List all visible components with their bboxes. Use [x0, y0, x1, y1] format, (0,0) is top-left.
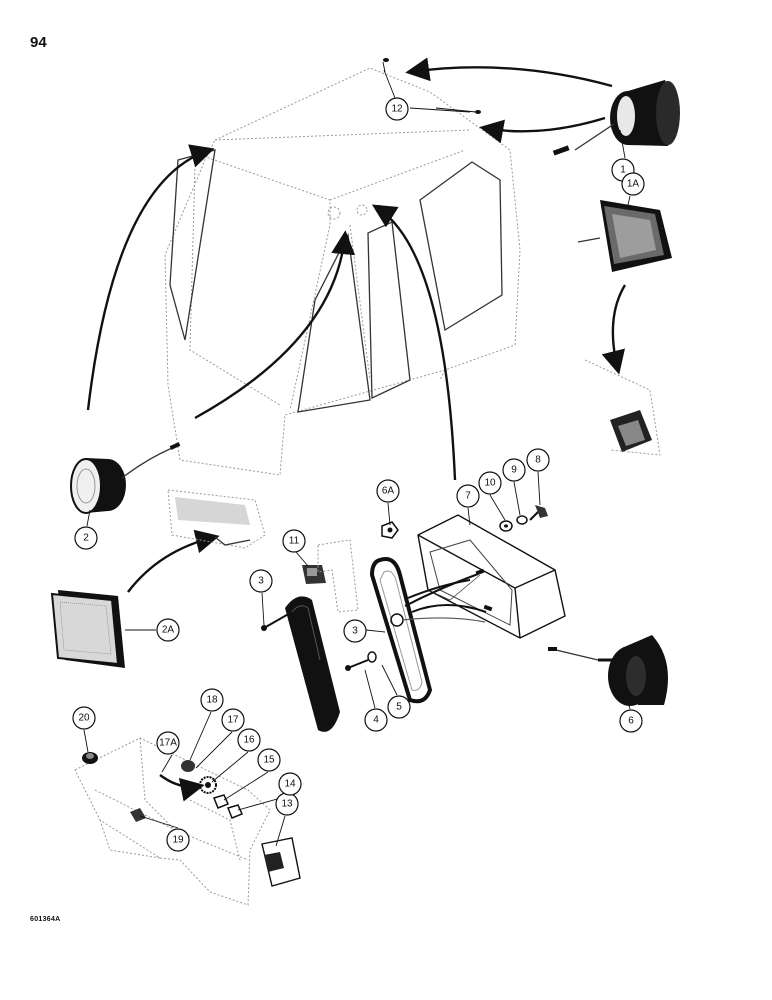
arrow-1a-down	[601, 284, 627, 375]
callout-14: 14	[278, 772, 302, 796]
callout-2: 2	[74, 526, 98, 550]
callout-19: 19	[166, 828, 190, 852]
item-7-lamp-housing	[417, 514, 566, 639]
item-16-star-washer	[199, 776, 217, 794]
callout-18: 18	[200, 688, 224, 712]
svg-text:19: 19	[172, 835, 184, 846]
svg-text:16: 16	[243, 735, 255, 746]
callout-6: 6	[619, 709, 643, 733]
svg-text:6: 6	[628, 716, 634, 727]
cab-corner-detail	[584, 359, 661, 456]
item-6a-nut	[381, 521, 399, 539]
svg-text:18: 18	[206, 695, 218, 706]
arrow-1-to-cab-rear	[405, 57, 613, 88]
arrow-2-to-cab-front	[86, 144, 215, 411]
callout-11: 11	[282, 529, 306, 553]
item-1a-rectangular-work-light	[577, 200, 672, 272]
item-3-lens-cover	[285, 596, 340, 732]
callout-13: 13	[275, 792, 299, 816]
svg-text:13: 13	[281, 799, 293, 810]
svg-text:1: 1	[620, 165, 626, 176]
callout-4: 4	[364, 708, 388, 732]
svg-text:8: 8	[535, 455, 541, 466]
item-10-flat-washer	[499, 520, 513, 532]
housing-wiring	[401, 568, 493, 623]
item-3-gasket-ring	[369, 557, 433, 704]
callout-17a: 17A	[156, 731, 180, 755]
svg-text:3: 3	[258, 576, 264, 587]
callout-7: 7	[456, 484, 480, 508]
callout-3-screw: 3	[249, 569, 273, 593]
svg-text:2A: 2A	[162, 625, 175, 636]
callout-20: 20	[72, 706, 96, 730]
svg-text:20: 20	[78, 713, 90, 724]
item-5-washer	[367, 651, 377, 663]
svg-text:15: 15	[263, 755, 275, 766]
item-12-wire-connectors	[382, 58, 481, 114]
svg-text:2: 2	[83, 533, 89, 544]
item-9-lock-washer	[516, 515, 528, 525]
item-4-screw	[345, 659, 369, 671]
svg-text:5: 5	[396, 702, 402, 713]
callout-16: 16	[237, 728, 261, 752]
item-6-round-work-light	[548, 635, 668, 706]
arrow-6-to-cab	[371, 204, 457, 481]
figure-code: 601364A	[30, 916, 61, 923]
callout-17: 17	[221, 708, 245, 732]
callout-1a: 1A	[621, 172, 645, 196]
callout-12: 12	[385, 97, 409, 121]
item-1-round-work-light	[552, 80, 680, 156]
svg-text:14: 14	[284, 779, 296, 790]
callout-3-lens: 3	[343, 619, 367, 643]
svg-text:1A: 1A	[627, 179, 640, 190]
svg-text:11: 11	[289, 536, 300, 547]
svg-text:10: 10	[484, 478, 496, 489]
cab-outline	[164, 67, 521, 476]
svg-text:3: 3	[352, 626, 358, 637]
item-13-bracket	[261, 837, 301, 887]
arrow-2-to-cab-center	[194, 230, 356, 420]
svg-text:6A: 6A	[382, 486, 395, 497]
arrow-2a-to-mount	[127, 529, 220, 593]
svg-text:17: 17	[227, 715, 239, 726]
item-2a-rectangular-work-light	[50, 590, 125, 668]
item-20-plug	[82, 752, 98, 764]
svg-text:7: 7	[465, 491, 471, 502]
item-2-round-work-light	[70, 442, 181, 514]
arrow-1-to-cab-side	[479, 116, 606, 144]
callout-9: 9	[502, 458, 526, 482]
item-15-nut	[212, 794, 230, 809]
callout-2a: 2A	[156, 618, 180, 642]
item-11-switch	[302, 565, 326, 584]
lower-mounting-frame	[74, 737, 271, 906]
callout-6a: 6A	[376, 479, 400, 503]
arrow-17a-to-switch	[159, 774, 205, 802]
callout-15: 15	[257, 748, 281, 772]
item-19-fastener	[130, 808, 146, 822]
callout-leaders	[83, 129, 631, 847]
callout-10: 10	[478, 471, 502, 495]
svg-text:17A: 17A	[159, 738, 177, 749]
svg-text:4: 4	[373, 715, 379, 726]
svg-text:12: 12	[391, 104, 403, 115]
front-grille-detail	[167, 489, 266, 549]
callout-8: 8	[526, 448, 550, 472]
item-18-knob	[181, 760, 195, 772]
mounting-bracket	[317, 539, 359, 613]
item-8-bolt	[529, 505, 548, 521]
svg-text:9: 9	[511, 465, 517, 476]
item-14-nut	[226, 804, 244, 819]
cab-window-frames	[169, 149, 503, 413]
page-number: 94	[30, 34, 47, 51]
item-3-screw	[261, 611, 293, 631]
callout-5: 5	[387, 695, 411, 719]
